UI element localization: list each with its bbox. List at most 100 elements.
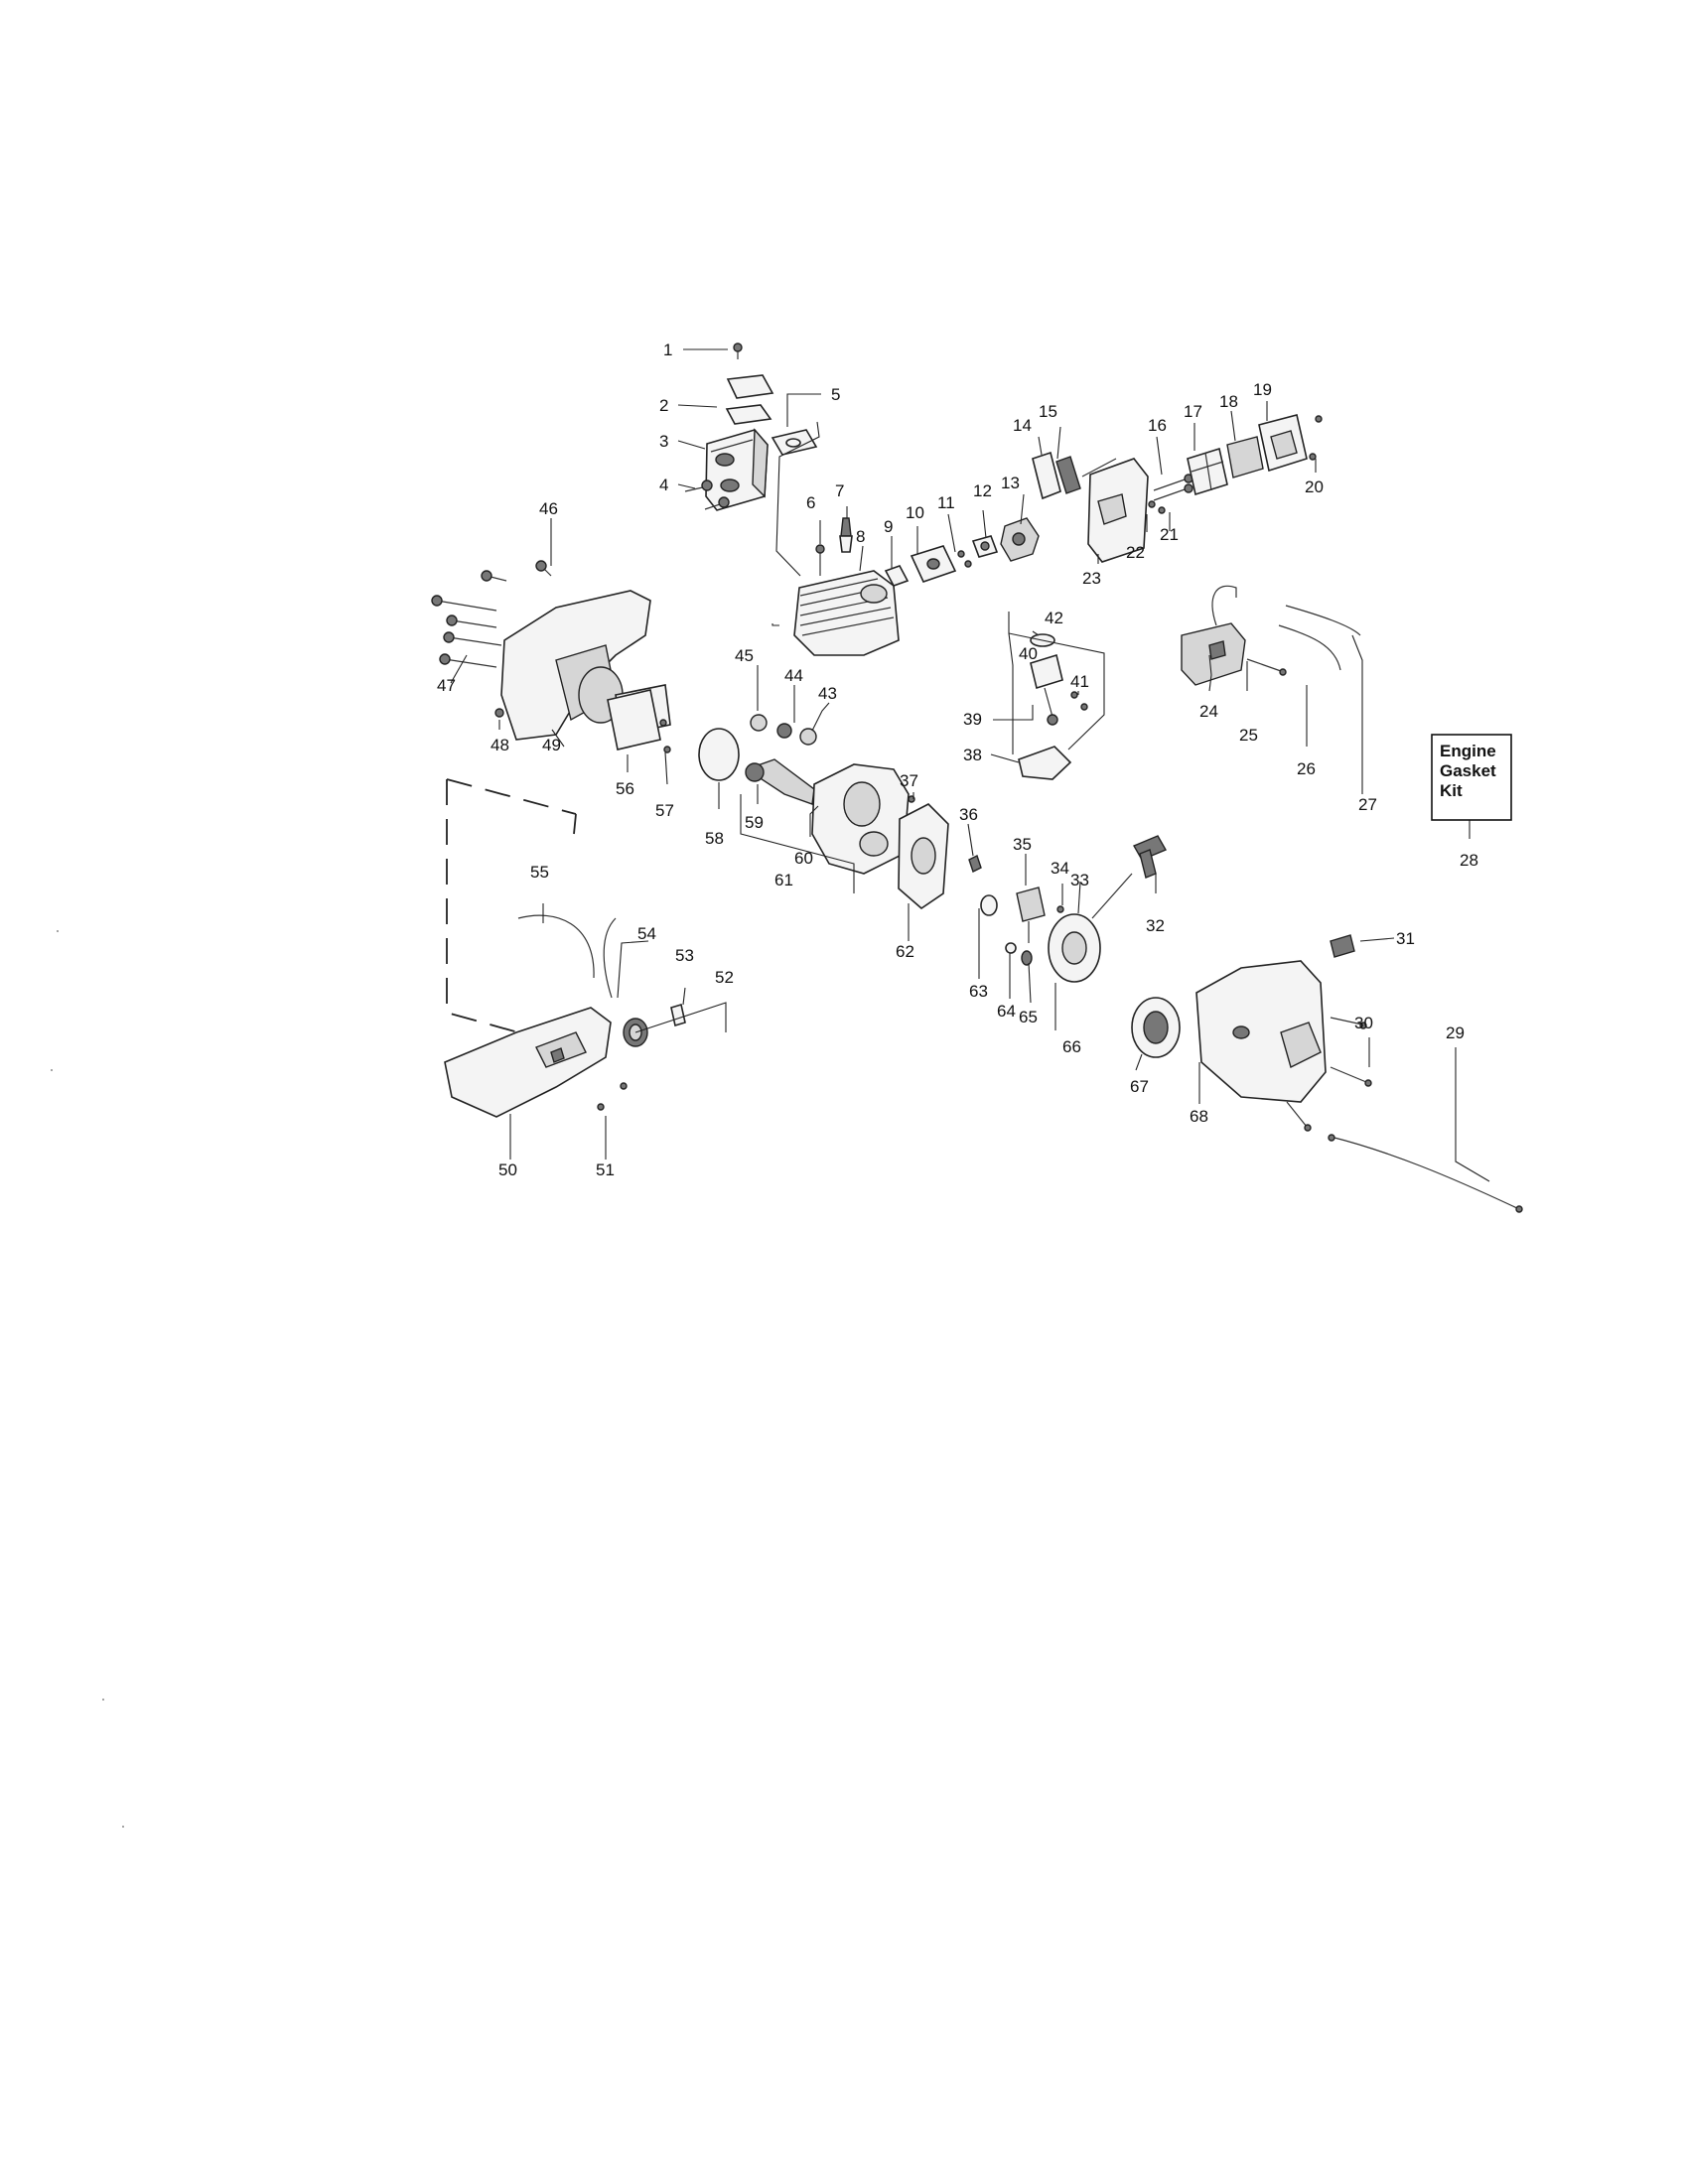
part-65-washer [1021,950,1033,966]
part-58-o-ring [698,728,740,781]
part-23-air-filter-base [1087,458,1149,563]
part-53-filter [670,1003,686,1027]
part-35-pulley-shaft [1016,887,1046,943]
callout-63: 63 [969,982,988,1001]
callout-44: 44 [784,666,803,685]
callout-52: 52 [715,968,734,987]
part-9-gasket [884,565,910,587]
callout-38: 38 [963,746,982,764]
part-19-filter-cover [1258,414,1308,473]
callout-60: 60 [794,849,813,868]
part-51-screws [597,1082,628,1111]
part-63-washer [980,894,998,916]
callout-66: 66 [1062,1037,1081,1056]
part-muffler-plate [726,374,774,399]
kit-line-1: Engine [1440,742,1496,760]
callout-5: 5 [831,385,840,404]
callout-67: 67 [1130,1077,1149,1096]
part-16-screws [1153,474,1193,501]
callout-57: 57 [655,801,674,820]
part-62-crankcase-half [898,803,949,910]
callout-12: 12 [973,481,992,500]
part-10-intake [910,545,957,583]
engine-gasket-kit-box: Engine Gasket Kit [1431,734,1512,821]
part-55-line [517,914,595,979]
part-44-bearing [776,723,792,739]
part-21-22-washers [1148,500,1166,514]
part-18-filter [1226,436,1264,478]
callout-45: 45 [735,646,754,665]
part-2-gasket [725,404,772,425]
leader-lines [450,348,1490,1182]
part-27-fuel-line [1285,605,1361,636]
part-57-screws [659,719,671,753]
part-14-plate [1032,451,1061,500]
callout-37: 37 [900,771,918,790]
callout-54: 54 [637,924,656,943]
part-59-crankshaft [745,758,815,805]
part-12-insulator [971,535,999,558]
part-4-screws [684,479,730,510]
callout-50: 50 [498,1160,517,1179]
part-30-screws [1286,1017,1372,1132]
callout-14: 14 [1013,416,1032,435]
scan-specks [51,930,124,1828]
callout-47: 47 [437,676,456,695]
part-20-screws [1309,415,1323,461]
callout-34: 34 [1051,859,1069,878]
part-39-piston [1030,653,1063,726]
part-32-starter-handle [1132,835,1168,879]
callout-1: 1 [663,341,672,359]
callout-13: 13 [1001,474,1020,492]
callout-49: 49 [542,736,561,754]
part-43-seal [799,728,817,746]
part-47-screws [431,560,552,668]
part-45-bearing [750,714,768,732]
callout-3: 3 [659,432,668,451]
callout-33: 33 [1070,871,1089,889]
part-29-throttle-cable [1328,1134,1523,1213]
callout-24: 24 [1199,702,1218,721]
callout-31: 31 [1396,929,1415,948]
part-66-pulley [1048,873,1133,983]
callout-41: 41 [1070,672,1089,691]
part-13-carburetor [1000,517,1040,562]
callout-61: 61 [774,871,793,889]
callout-18: 18 [1219,392,1238,411]
callout-62: 62 [896,942,914,961]
callout-39: 39 [963,710,982,729]
part-64-washer [1005,942,1017,954]
part-36-pawl [968,855,982,873]
callout-56: 56 [616,779,634,798]
callout-8: 8 [856,527,865,546]
callout-22: 22 [1126,543,1145,562]
callout-26: 26 [1297,759,1316,778]
callout-19: 19 [1253,380,1272,399]
callout-6: 6 [806,493,815,512]
part-67-spring [1131,997,1181,1058]
kit-line-3: Kit [1440,781,1463,800]
part-11-screws [957,550,972,568]
part-48-screw [494,708,504,718]
callout-36: 36 [959,805,978,824]
callout-27: 27 [1358,795,1377,814]
callout-2: 2 [659,396,668,415]
part-41-clips [1070,691,1088,711]
callout-28: 28 [1460,851,1478,870]
callout-64: 64 [997,1002,1016,1021]
part-61-crankcase [811,763,910,875]
part-15-choke-lever [1055,456,1117,494]
assembly-dash-outline [446,778,577,1033]
callout-51: 51 [596,1160,615,1179]
callout-labels: 1 2 3 4 5 6 7 8 9 10 11 12 13 14 15 16 1… [437,341,1478,1179]
callout-68: 68 [1190,1107,1208,1126]
callout-58: 58 [705,829,724,848]
part-34-screw [1056,905,1064,913]
callout-30: 30 [1354,1014,1373,1032]
callout-21: 21 [1160,525,1179,544]
part-54-line [603,917,617,999]
part-38-gasket [1018,746,1072,780]
part-25-screws [1246,658,1287,676]
callout-16: 16 [1148,416,1167,435]
callout-29: 29 [1446,1024,1465,1042]
